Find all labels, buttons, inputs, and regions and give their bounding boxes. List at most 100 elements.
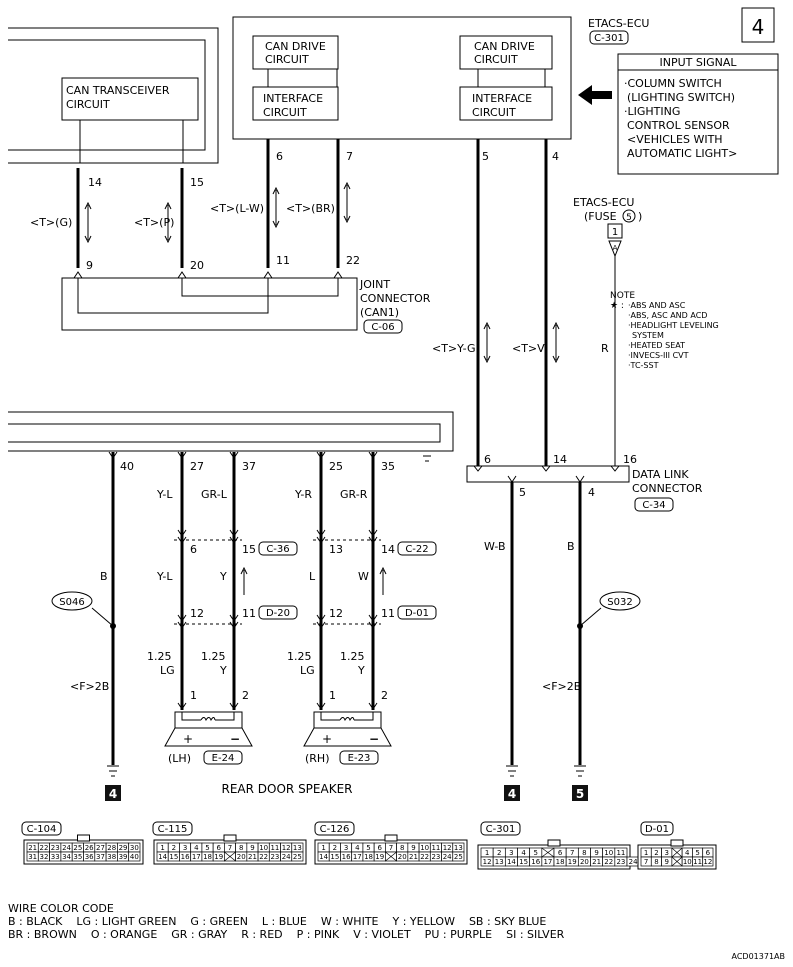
svg-text:·INVECS-III CVT: ·INVECS-III CVT	[628, 351, 689, 360]
svg-text:D-20: D-20	[266, 608, 290, 619]
pin-number: 24	[443, 853, 452, 861]
svg-text:W: W	[358, 570, 369, 583]
can-transceiver-box	[61, 77, 199, 121]
pin-number: 1	[485, 849, 489, 857]
pin-number: 30	[130, 844, 139, 852]
document-code: ACD01371AB	[732, 952, 786, 961]
joint-connector-code: C-06	[371, 322, 394, 333]
pin-number: 3	[664, 849, 668, 857]
svg-text:CONNECTOR: CONNECTOR	[632, 482, 703, 495]
svg-text:35: 35	[381, 460, 395, 473]
svg-text:·TC-SST: ·TC-SST	[628, 361, 659, 370]
pin-number: 12	[703, 858, 712, 866]
interface-right	[459, 86, 553, 121]
pin-number: 21	[248, 853, 257, 861]
svg-text:CIRCUIT: CIRCUIT	[474, 53, 518, 66]
pin-number: 21	[592, 858, 601, 866]
pin-number: 4	[685, 849, 690, 857]
pin-number: 9	[250, 844, 254, 852]
svg-text:E-24: E-24	[212, 753, 235, 764]
svg-text:<T>Y-G: <T>Y-G	[432, 342, 475, 355]
pin-number: 33	[51, 853, 60, 861]
svg-text:(LIGHTING SWITCH): (LIGHTING SWITCH)	[627, 91, 735, 104]
svg-text:CAN DRIVE: CAN DRIVE	[265, 40, 326, 53]
svg-text:CIRCUIT: CIRCUIT	[265, 53, 309, 66]
svg-text:<T>(L-W): <T>(L-W)	[210, 202, 264, 215]
svg-text:CONNECTOR: CONNECTOR	[360, 292, 431, 305]
speaker-rh: + −	[303, 711, 392, 747]
svg-text:W-B: W-B	[484, 540, 506, 553]
splice-s046	[51, 591, 93, 611]
svg-text:7: 7	[346, 150, 353, 163]
page-number: 4	[752, 15, 765, 39]
pin-number: 8	[400, 844, 404, 852]
svg-text:Y-L: Y-L	[156, 570, 173, 583]
joint-connector-box	[61, 277, 358, 331]
pin-number: 14	[319, 853, 328, 861]
svg-text:14: 14	[381, 543, 395, 556]
pin-number: 16	[531, 858, 540, 866]
svg-text:27: 27	[190, 460, 204, 473]
svg-text:1: 1	[329, 689, 336, 702]
pin-number: 17	[353, 853, 362, 861]
pin-number: 3	[509, 849, 513, 857]
connector-code: C-126	[320, 824, 350, 835]
pin-number: 2	[654, 849, 658, 857]
can-module-box	[8, 27, 219, 164]
svg-text:40: 40	[120, 460, 134, 473]
svg-text:37: 37	[242, 460, 256, 473]
svg-text:GR-R: GR-R	[340, 488, 368, 501]
splice-s032	[599, 591, 641, 611]
pin-number: 7	[228, 844, 232, 852]
joint-connector-label: JOINT	[359, 278, 390, 291]
pin-number: 5	[695, 849, 699, 857]
pin-number: 20	[580, 858, 589, 866]
fuse-title: ETACS-ECU	[573, 196, 634, 209]
pin-number: 16	[342, 853, 351, 861]
pin-number: 6	[558, 849, 563, 857]
speaker-lh: + −	[164, 711, 253, 747]
svg-text:4: 4	[109, 787, 117, 801]
pin-number: 11	[616, 849, 625, 857]
svg-text:·HEADLIGHT LEVELING: ·HEADLIGHT LEVELING	[628, 321, 719, 330]
pin-number: 23	[431, 853, 440, 861]
wire-color-code-line1: B : BLACK LG : LIGHT GREEN G : GREEN L :…	[8, 915, 546, 928]
input-arrow	[578, 85, 612, 105]
svg-text:·ABS, ASC AND ACD: ·ABS, ASC AND ACD	[628, 311, 707, 320]
svg-text:D-01: D-01	[405, 608, 429, 619]
svg-text:11: 11	[242, 607, 256, 620]
pin-number: 2	[172, 844, 176, 852]
svg-text:15: 15	[242, 543, 256, 556]
pin-number: 8	[654, 858, 658, 866]
svg-text:(FUSE: (FUSE	[584, 210, 617, 223]
svg-text:E-23: E-23	[348, 753, 371, 764]
pin-number: 18	[556, 858, 565, 866]
pin-number: 40	[130, 853, 139, 861]
pin-number: 35	[73, 853, 82, 861]
svg-text:★ :: ★ :	[610, 301, 624, 311]
svg-text:<T>(P): <T>(P)	[134, 216, 174, 229]
pin-number: 12	[443, 844, 452, 852]
svg-text:·COLUMN SWITCH: ·COLUMN SWITCH	[624, 77, 722, 90]
svg-text:16: 16	[623, 453, 637, 466]
svg-text:INTERFACE: INTERFACE	[472, 92, 532, 105]
svg-text:B: B	[100, 570, 108, 583]
svg-text:13: 13	[329, 543, 343, 556]
pin-number: 4	[521, 849, 526, 857]
connector-code: C-301	[486, 824, 516, 835]
data-link-connector	[466, 465, 630, 483]
pin-number: 2	[333, 844, 337, 852]
svg-text:Y: Y	[357, 664, 365, 677]
svg-text:CONTROL SENSOR: CONTROL SENSOR	[627, 119, 730, 132]
pin-number: 24	[62, 844, 71, 852]
pin-number: 23	[51, 844, 60, 852]
pin-number: 29	[119, 844, 128, 852]
etacs-ecu-box	[232, 16, 572, 140]
pin-number: 5	[534, 849, 538, 857]
pin-number: 13	[454, 844, 463, 852]
pin-number: 27	[96, 844, 105, 852]
svg-text:CIRCUIT: CIRCUIT	[263, 106, 307, 119]
svg-text:9: 9	[86, 259, 93, 272]
svg-text:Y: Y	[219, 570, 227, 583]
